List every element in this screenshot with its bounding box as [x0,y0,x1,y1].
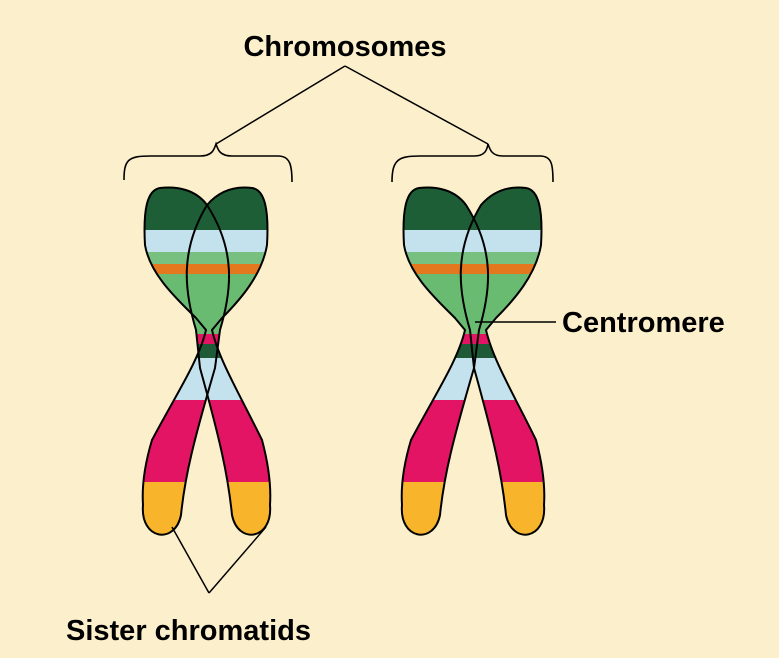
label-centromere: Centromere [562,307,725,339]
label-chromosomes: Chromosomes [243,31,446,63]
label-sister-chromatids: Sister chromatids [66,615,311,647]
